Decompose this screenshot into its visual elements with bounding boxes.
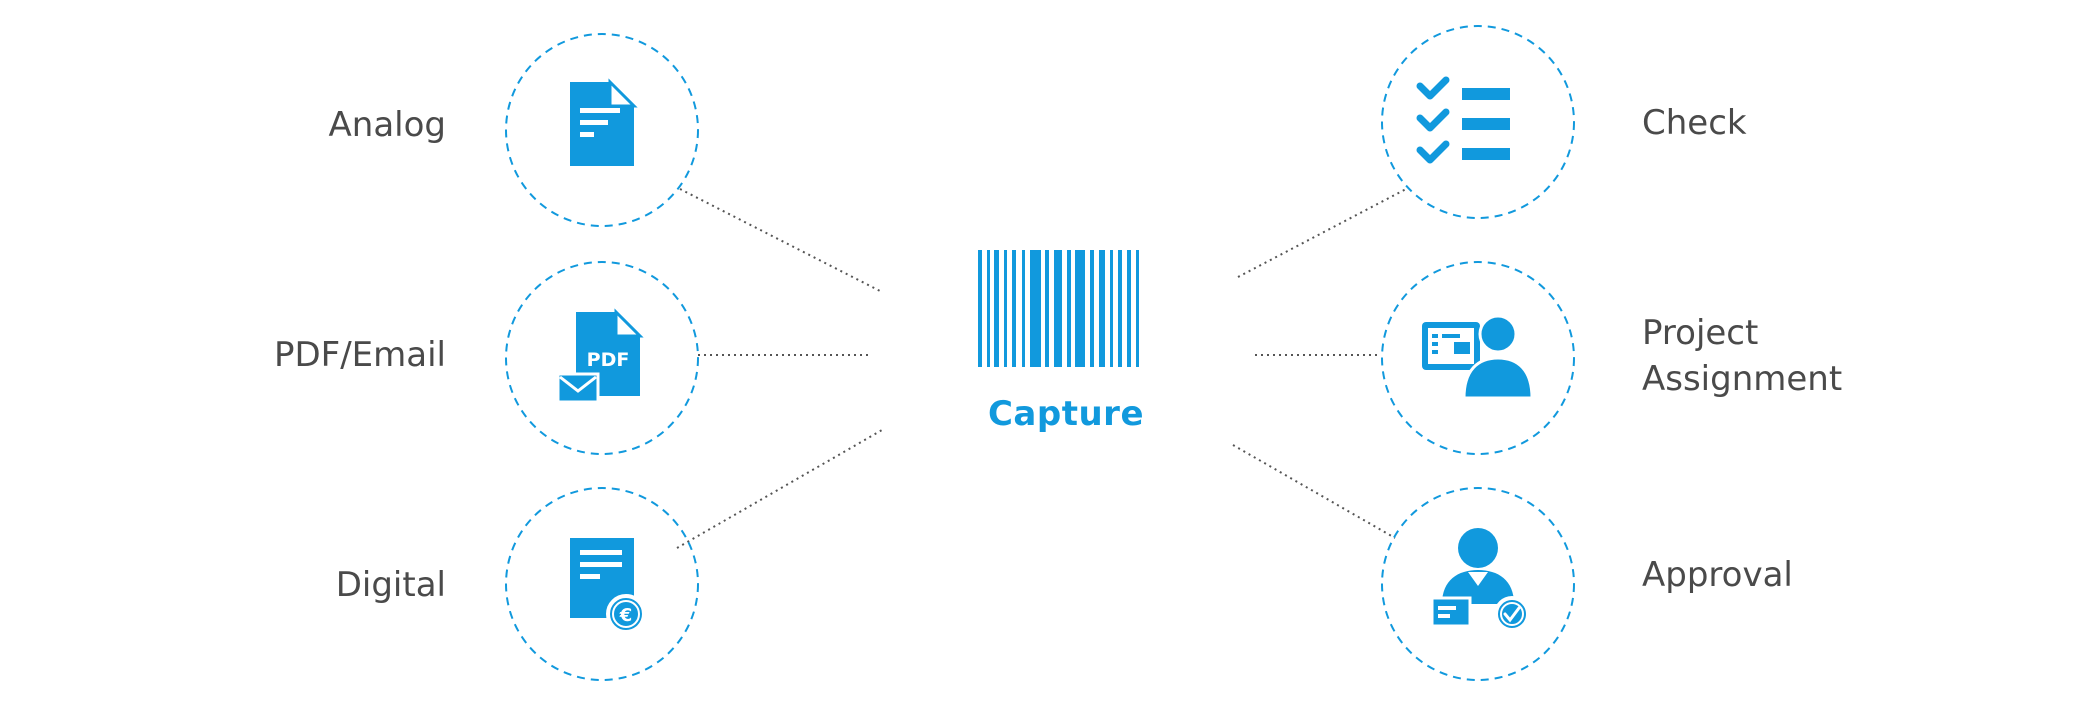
connector-check [1237,187,1409,278]
node-project-assignment [1380,260,1576,456]
connector-approval [1232,444,1396,539]
digital-label: Digital [335,565,446,605]
pdf-email-label: PDF/Email [273,335,446,375]
svg-text:€: € [619,605,633,626]
project-assignment-icon [1422,314,1534,400]
paper-document-icon [570,78,638,166]
node-check [1380,24,1576,220]
node-analog [504,32,700,228]
capture-label: Capture [987,394,1145,434]
node-approval [1380,486,1576,682]
node-pdf-email: PDF [504,260,700,456]
node-digital: € [504,486,700,682]
invoice-euro-icon: € [570,538,646,634]
connector-analog [679,188,883,293]
analog-label: Analog [328,105,446,145]
checklist-icon [1416,76,1510,164]
project-assignment-label: Project Assignment [1642,313,1843,399]
connector-digital [676,429,883,549]
approval-icon [1430,528,1530,632]
check-label: Check [1642,103,1747,143]
svg-text:PDF: PDF [587,349,630,371]
pdf-email-icon: PDF [556,308,644,404]
approval-label: Approval [1642,555,1793,595]
barcode-icon [978,250,1139,367]
